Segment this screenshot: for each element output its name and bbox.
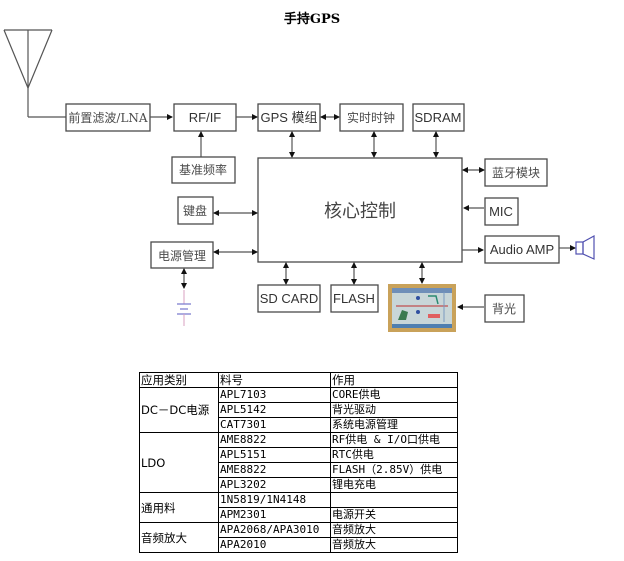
part-cell: APM2301: [218, 507, 331, 523]
parts-table: 应用类别 料号 作用 DC－DC电源 APL7103 CORE供电 APL514…: [139, 372, 458, 553]
table-row: 音频放大 APA2068/APA3010 音频放大: [139, 522, 458, 553]
lna-label: 前置滤波/LNA: [68, 110, 148, 125]
page-title: 手持GPS: [283, 12, 341, 27]
category-cell: 通用料: [139, 492, 219, 523]
category-cell: 音频放大: [139, 522, 219, 553]
header-part-number: 料号: [218, 372, 331, 388]
keyboard-label: 键盘: [183, 203, 207, 218]
lna-block: 前置滤波/LNA: [65, 103, 151, 132]
header-function: 作用: [330, 372, 458, 388]
function-cell: 音频放大: [330, 522, 458, 538]
rfif-block: RF/IF: [173, 103, 237, 132]
audio-amp-label: Audio AMP: [490, 242, 554, 257]
part-cell: APA2010: [218, 537, 331, 553]
category-cell: DC－DC电源: [139, 387, 219, 433]
battery-icon: [177, 290, 191, 326]
rtc-block: 实时时钟: [339, 103, 404, 132]
audio-amp-block: Audio AMP: [484, 235, 560, 264]
function-cell: CORE供电: [330, 387, 458, 403]
table-row: AME8822 FLASH（2.85V）供电: [140, 462, 458, 478]
bluetooth-block: 蓝牙模块: [484, 158, 548, 187]
function-cell: 背光驱动: [330, 402, 458, 418]
core-control-block: 核心控制: [257, 157, 463, 263]
table-row: LDO AME8822 RF供电 & I/O口供电: [139, 432, 458, 493]
function-cell: 锂电充电: [330, 477, 458, 493]
bluetooth-label: 蓝牙模块: [492, 166, 540, 180]
antenna-icon: [3, 29, 66, 118]
function-cell: [330, 492, 458, 508]
backlight-block: 背光: [484, 294, 525, 323]
ref-freq-label: 基准频率: [179, 162, 227, 177]
part-cell: APL7103: [218, 387, 331, 403]
gps-module-label: GPS 模组: [260, 110, 317, 125]
keyboard-block: 键盘: [177, 196, 214, 225]
flash-label: FLASH: [333, 291, 375, 306]
part-cell: APL3202: [218, 477, 331, 493]
speaker-icon: [575, 234, 595, 260]
part-cell: AME8822: [218, 462, 331, 478]
table-row: 通用料 1N5819/1N4148: [139, 492, 458, 523]
function-cell: FLASH（2.85V）供电: [330, 462, 458, 478]
rfif-label: RF/IF: [189, 110, 222, 125]
part-cell: APL5142: [218, 402, 331, 418]
function-cell: 系统电源管理: [330, 417, 458, 433]
table-row: DC－DC电源 APL7103 CORE供电: [139, 387, 458, 433]
rtc-label: 实时时钟: [347, 110, 395, 125]
table-row: APL5151 RTC供电: [140, 447, 458, 463]
ref-freq-block: 基准频率: [171, 156, 236, 184]
sdram-block: SDRAM: [412, 103, 465, 132]
block-diagram: 前置滤波/LNA RF/IF GPS 模组 实时时钟 SDRAM 基准频率 核心…: [3, 29, 595, 332]
part-cell: CAT7301: [218, 417, 331, 433]
category-cell: LDO: [139, 432, 219, 493]
table-row: CAT7301 系统电源管理: [140, 417, 458, 433]
table-row: APA2010 音频放大: [140, 537, 458, 553]
function-cell: 音频放大: [330, 537, 458, 553]
power-mgmt-block: 电源管理: [150, 241, 214, 269]
core-label: 核心控制: [324, 201, 396, 222]
header-category: 应用类别: [139, 372, 219, 388]
sd-card-label: SD CARD: [260, 291, 319, 306]
sdram-label: SDRAM: [415, 110, 462, 125]
power-mgmt-label: 电源管理: [158, 248, 206, 263]
mic-label: MIC: [489, 204, 513, 219]
flash-block: FLASH: [330, 284, 379, 313]
part-cell: APL5151: [218, 447, 331, 463]
part-cell: AME8822: [218, 432, 331, 448]
function-cell: RF供电 & I/O口供电: [330, 432, 458, 448]
mic-block: MIC: [484, 197, 519, 226]
sd-card-block: SD CARD: [257, 284, 321, 313]
part-cell: APA2068/APA3010: [218, 522, 331, 538]
table-row: APM2301 电源开关: [140, 507, 458, 523]
table-header-row: 应用类别 料号 作用: [139, 372, 458, 388]
function-cell: RTC供电: [330, 447, 458, 463]
gps-module-block: GPS 模组: [257, 103, 321, 132]
function-cell: 电源开关: [330, 507, 458, 523]
part-cell: 1N5819/1N4148: [218, 492, 331, 508]
lcd-screen-image: [388, 284, 456, 332]
backlight-label: 背光: [492, 302, 516, 316]
table-row: APL3202 锂电充电: [140, 477, 458, 493]
